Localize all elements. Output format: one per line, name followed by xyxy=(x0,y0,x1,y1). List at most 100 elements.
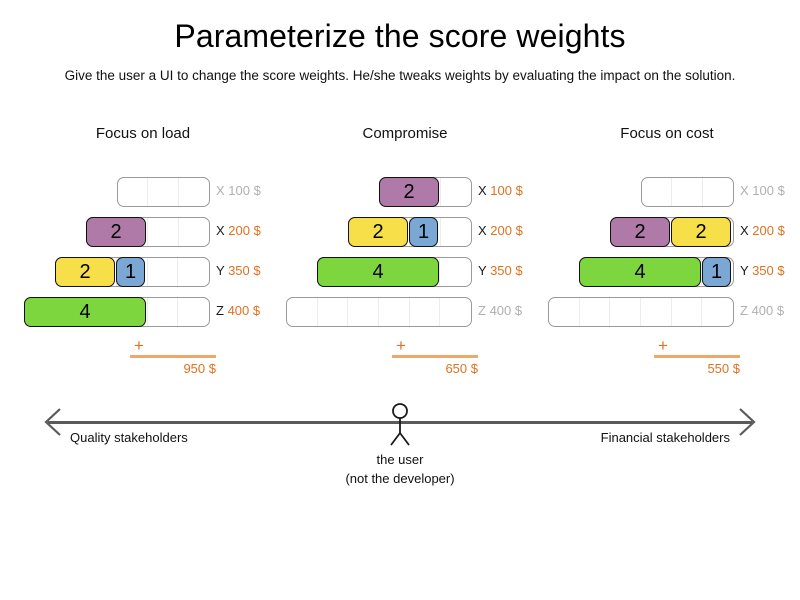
weight-segment-yellow[interactable]: 2 xyxy=(671,217,731,247)
slider-cell[interactable] xyxy=(440,258,471,286)
user-caption-line-2: (not the developer) xyxy=(345,471,455,486)
weight-segments[interactable]: 2 xyxy=(379,177,439,207)
weight-slider-track[interactable] xyxy=(117,177,210,207)
slider-cell[interactable] xyxy=(117,258,148,286)
total-amount: 550 $ xyxy=(707,360,740,376)
row-amount: 350 $ xyxy=(752,263,785,278)
slider-cell[interactable] xyxy=(641,298,672,326)
scenario-title: Focus on load xyxy=(95,125,191,142)
slider-cell[interactable] xyxy=(672,178,703,206)
row-key: X xyxy=(740,183,749,198)
slider-cell[interactable] xyxy=(148,178,179,206)
row-cost-label: X 100 $ xyxy=(740,183,785,198)
row-cost-label: X 200 $ xyxy=(740,223,785,238)
weight-segments[interactable]: 2 xyxy=(86,217,146,247)
row-amount: 200 $ xyxy=(490,223,523,238)
sum-rule xyxy=(130,355,216,358)
weight-segment-blue[interactable]: 1 xyxy=(702,257,731,287)
slider-cell[interactable] xyxy=(178,298,209,326)
slider-cell[interactable] xyxy=(179,218,209,246)
weight-slider-track[interactable] xyxy=(286,297,472,327)
slider-cell[interactable] xyxy=(703,178,733,206)
row-key: Y xyxy=(478,263,487,278)
slider-cell[interactable] xyxy=(441,218,471,246)
sum-plus-symbol: + xyxy=(658,336,668,355)
sum-rule xyxy=(654,355,740,358)
row-cost-label: X 200 $ xyxy=(478,223,523,238)
row-key: Y xyxy=(740,263,749,278)
slider-cell[interactable] xyxy=(179,178,209,206)
weight-segment-blue[interactable]: 1 xyxy=(116,257,145,287)
slider-cell[interactable] xyxy=(318,298,349,326)
slider-cell[interactable] xyxy=(148,218,179,246)
slider-cell[interactable] xyxy=(441,178,471,206)
weight-segments[interactable]: 4 xyxy=(24,297,146,327)
slider-cell[interactable] xyxy=(410,178,441,206)
slider-cell[interactable] xyxy=(549,298,580,326)
bar-row[interactable]: Z 400 $ xyxy=(534,293,800,333)
weight-slider-track[interactable] xyxy=(641,177,734,207)
slider-cell[interactable] xyxy=(410,298,441,326)
row-cost-label: Z 400 $ xyxy=(216,303,260,318)
slider-cell[interactable] xyxy=(702,298,733,326)
weight-segment-green[interactable]: 4 xyxy=(317,257,439,287)
arrow-head-left-icon xyxy=(44,408,61,436)
slider-cell[interactable] xyxy=(118,218,148,246)
total-cost-block: +950 $ xyxy=(130,337,216,376)
scenario-title: Compromise xyxy=(362,125,448,142)
bar-row[interactable]: X 100 $ xyxy=(10,173,276,213)
bar-row[interactable]: Z 400 $ xyxy=(272,293,538,333)
slider-cell[interactable] xyxy=(287,298,318,326)
weight-segment-purple[interactable]: 2 xyxy=(610,217,670,247)
slider-cell[interactable] xyxy=(440,298,471,326)
slider-cell[interactable] xyxy=(672,298,703,326)
weight-segment-yellow[interactable]: 2 xyxy=(55,257,115,287)
weight-segment-purple[interactable]: 2 xyxy=(379,177,439,207)
slider-cell[interactable] xyxy=(148,298,179,326)
bar-row[interactable]: 4 Z 400 $ xyxy=(10,293,276,333)
slider-cell[interactable] xyxy=(148,258,179,286)
row-key: Z xyxy=(740,303,748,318)
row-amount: 400 $ xyxy=(751,303,785,318)
slider-cell[interactable] xyxy=(580,298,611,326)
row-key: X xyxy=(216,223,225,238)
row-amount: 100 $ xyxy=(490,183,523,198)
slider-cell[interactable] xyxy=(410,258,441,286)
page-title: Parameterize the score weights xyxy=(174,18,626,54)
row-cost-label: X 100 $ xyxy=(478,183,523,198)
slider-cell[interactable] xyxy=(118,178,149,206)
slider-cell[interactable] xyxy=(178,258,209,286)
slider-cell[interactable] xyxy=(348,298,380,326)
slider-cell[interactable] xyxy=(379,298,410,326)
total-cost-block: +550 $ xyxy=(654,336,740,376)
slider-cell[interactable] xyxy=(642,178,673,206)
slider-cell[interactable] xyxy=(672,258,703,286)
bar-row[interactable]: 2 X 100 $ xyxy=(272,173,538,213)
weight-segments[interactable]: 4 xyxy=(317,257,439,287)
weight-segment-blue[interactable]: 1 xyxy=(409,217,438,247)
weight-segment-green[interactable]: 4 xyxy=(24,297,146,327)
slider-cell[interactable] xyxy=(117,298,148,326)
slider-cell[interactable] xyxy=(610,298,642,326)
row-cost-label: Z 400 $ xyxy=(478,303,522,318)
weight-segment-yellow[interactable]: 2 xyxy=(348,217,408,247)
weight-segment-green[interactable]: 4 xyxy=(579,257,701,287)
weight-slider-track[interactable] xyxy=(548,297,734,327)
slider-cell[interactable] xyxy=(410,218,441,246)
row-cost-label: X 100 $ xyxy=(216,183,261,198)
total-amount: 950 $ xyxy=(183,360,216,376)
bar-row[interactable]: X 100 $ xyxy=(534,173,800,213)
weight-segment-purple[interactable]: 2 xyxy=(86,217,146,247)
row-key: Z xyxy=(478,303,486,318)
